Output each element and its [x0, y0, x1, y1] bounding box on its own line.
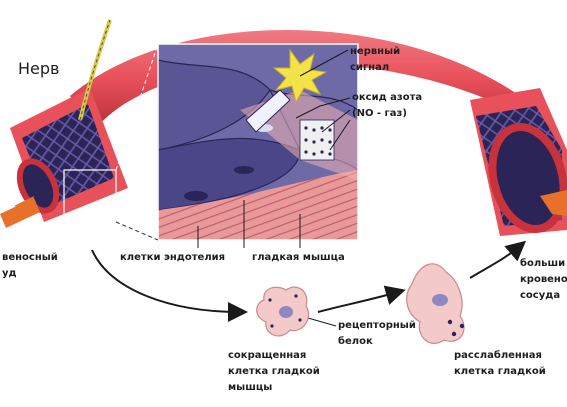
- zoom-window: [158, 44, 358, 240]
- label-contracted-cell: сокращенная клетка гладкой мышцы: [228, 348, 320, 396]
- label-nerve-signal: нервный сигнал: [350, 44, 400, 76]
- label-nerve: Нерв: [18, 60, 59, 78]
- label-endothelial-cells: клетки эндотелия: [120, 250, 225, 266]
- label-receptor-protein: рецепторный белок: [338, 318, 416, 350]
- label-vessel-left: веносный уд: [2, 250, 58, 282]
- label-smooth-muscle: гладкая мышца: [252, 250, 345, 266]
- right-vessel: [470, 88, 567, 237]
- label-larger-vessel: больши кровено сосуда: [520, 256, 567, 304]
- label-relaxed-cell: расслабленная клетка гладкой: [454, 348, 546, 380]
- arrow-to-relaxed: [318, 292, 398, 312]
- contracted-cell: [257, 287, 309, 336]
- zoom-connector: [116, 222, 158, 240]
- label-nitric-oxide: оксид азота (NO - газ): [352, 90, 422, 122]
- arrow-to-larger-vessel: [470, 246, 520, 278]
